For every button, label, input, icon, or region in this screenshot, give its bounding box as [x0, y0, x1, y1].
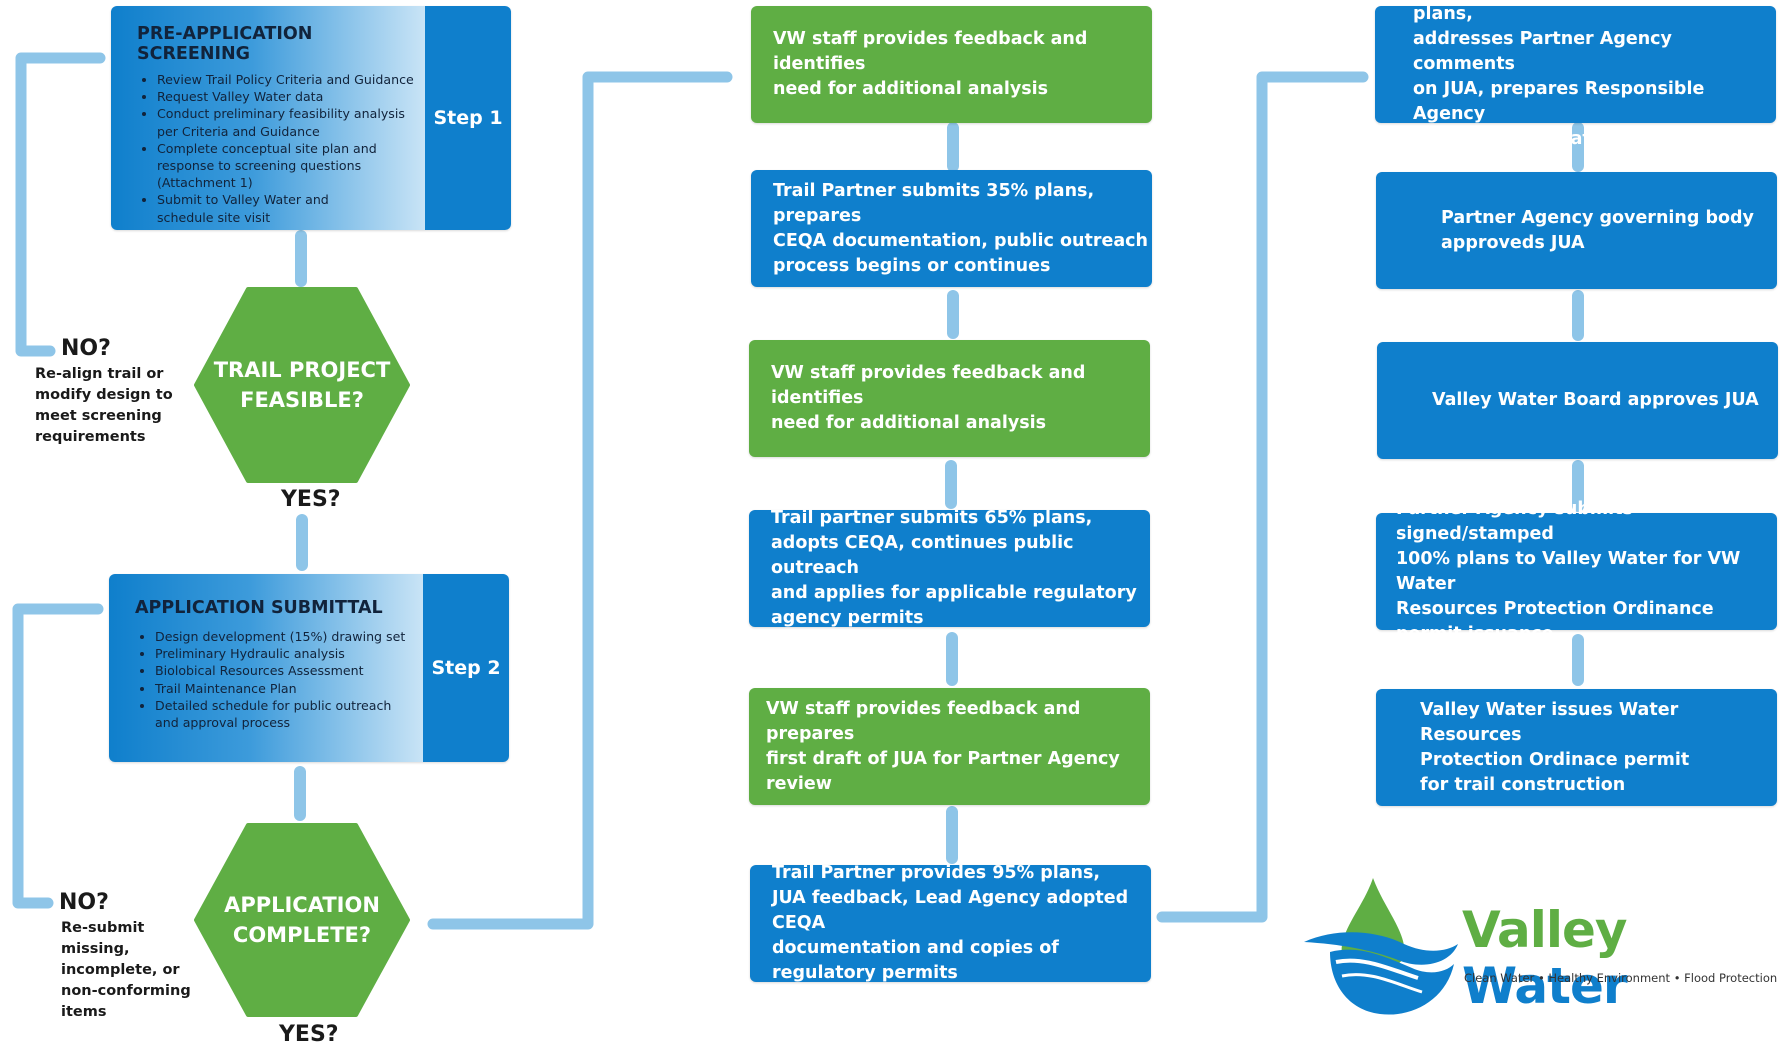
flow-box-text: Partner Agency governing body approveds … — [1441, 207, 1754, 253]
decision2-no-note: Re-submit missing, incomplete, or non-co… — [61, 920, 191, 1020]
step1-list: Review Trail Policy Criteria and Guidanc… — [137, 71, 415, 226]
step2-title: APPLICATION SUBMITTAL — [135, 598, 383, 618]
list-item: Review Trail Policy Criteria and Guidanc… — [157, 71, 415, 88]
flow-box-partner-95-plans: Trail Partner provides 95% plans, JUA fe… — [750, 863, 1151, 983]
flow-box-vw-feedback-1: VW staff provides feedback and identifie… — [751, 6, 1152, 123]
flow-box-text: Trail partner submits 65% plans, adopts … — [771, 508, 1137, 628]
list-item: Design development (15%) drawing set — [155, 628, 413, 645]
list-item: Biolobical Resources Assessment — [155, 662, 413, 679]
flow-box-partner-35-plans: Trail Partner submits 35% plans, prepare… — [751, 170, 1152, 287]
flow-box-partner-approves-jua: Partner Agency governing body approveds … — [1376, 172, 1777, 289]
flow-box-partner-65-plans: Trail partner submits 65% plans, adopts … — [749, 508, 1150, 628]
flow-box-text: VW staff provides feedback and identifie… — [771, 363, 1086, 433]
flow-box-partner-submits-100-plans: Partner Agency submits signed/stamped 10… — [1376, 499, 1777, 644]
flow-box-text: VW staff provides feedback and identifie… — [773, 29, 1088, 99]
step2-label: Step 2 — [423, 574, 509, 762]
decision1-yes-label: YES? — [281, 487, 341, 512]
list-item: Conduct preliminary feasibility analysis… — [157, 105, 415, 139]
decision2-yes-label: YES? — [279, 1022, 339, 1047]
logo-name-valley: Valley — [1462, 901, 1627, 959]
connector-line — [1156, 71, 1369, 923]
connector-line — [12, 603, 104, 909]
list-item: Request Valley Water data — [157, 88, 415, 105]
decision1-no-note: Re-align trail or modify design to meet … — [35, 366, 173, 445]
flow-box-vw-feedback-plans: VW staff provides feedback on plans, add… — [1375, 4, 1776, 149]
step1-box: PRE-APPLICATION SCREENING Review Trail P… — [111, 6, 511, 230]
decision-complete-hexagon: APPLICATION COMPLETE? — [194, 823, 410, 1017]
flow-box-vw-draft-jua: VW staff provides feedback and prepares … — [749, 688, 1150, 805]
decision-feasible-text: TRAIL PROJECT FEASIBLE? — [213, 358, 391, 412]
flow-box-text: VW staff provides feedback and prepares … — [766, 698, 1120, 794]
connector-line — [427, 71, 733, 930]
list-item: Trail Maintenance Plan — [155, 680, 413, 697]
flow-box-vw-feedback-2: VW staff provides feedback and identifie… — [749, 340, 1150, 457]
flow-box-board-approves-jua: Valley Water Board approves JUA — [1377, 342, 1778, 459]
valley-water-logo: Valley Water Clean Water • Healthy Envir… — [1300, 872, 1788, 1022]
logo-name-water: Water — [1462, 957, 1628, 1015]
decision-complete-text: APPLICATION COMPLETE? — [224, 893, 380, 947]
flow-box-text: Trail Partner provides 95% plans, JUA fe… — [772, 863, 1129, 983]
decision1-no-label: NO? — [61, 336, 111, 361]
flow-box-text: VW staff provides feedback on plans, add… — [1413, 4, 1705, 149]
step1-label: Step 1 — [425, 6, 511, 230]
flow-box-vw-issues-permit: Valley Water issues Water Resources Prot… — [1376, 689, 1777, 806]
logo-tagline: Clean Water • Healthy Environment • Floo… — [1464, 971, 1778, 985]
list-item: Complete conceptual site plan and respon… — [157, 140, 415, 192]
list-item: Submit to Valley Water and schedule site… — [157, 191, 415, 225]
step2-list: Design development (15%) drawing set Pre… — [135, 628, 413, 731]
step1-title: PRE-APPLICATION SCREENING — [137, 24, 313, 64]
flow-box-text: Valley Water issues Water Resources Prot… — [1420, 699, 1690, 795]
flow-box-text: Valley Water Board approves JUA — [1432, 390, 1759, 410]
list-item: Preliminary Hydraulic analysis — [155, 645, 413, 662]
flow-box-text: Trail Partner submits 35% plans, prepare… — [773, 180, 1148, 276]
connector-line — [15, 52, 106, 357]
step2-box: APPLICATION SUBMITTAL Design development… — [109, 574, 509, 762]
decision2-no-label: NO? — [59, 890, 109, 915]
water-drop-icon — [1304, 878, 1458, 1015]
flow-box-text: Partner Agency submits signed/stamped 10… — [1396, 498, 1741, 644]
list-item: Detailed schedule for public outreach an… — [155, 697, 413, 731]
logo-name: Valley Water — [1462, 902, 1788, 1014]
decision-feasible-hexagon: TRAIL PROJECT FEASIBLE? — [194, 287, 410, 483]
